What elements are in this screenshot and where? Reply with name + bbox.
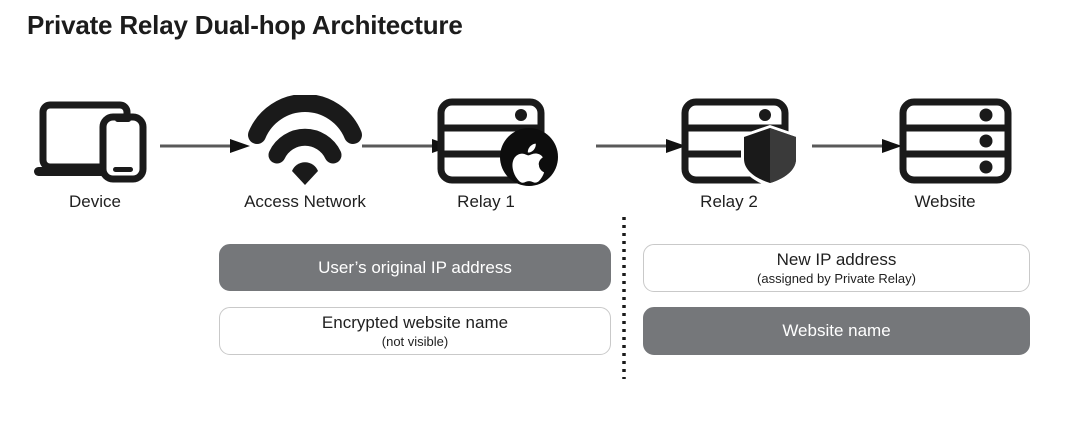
arrow-relay2-to-website: [812, 138, 902, 154]
node-device: Device: [5, 93, 185, 223]
wifi-icon: [215, 93, 395, 188]
node-relay-2: Relay 2: [648, 93, 828, 223]
node-label-access-network: Access Network: [244, 192, 366, 211]
node-relay-1: Relay 1: [408, 93, 588, 223]
node-label-website: Website: [914, 192, 976, 211]
node-label-relay-1: Relay 1: [457, 192, 515, 211]
page-title: Private Relay Dual-hop Architecture: [27, 10, 463, 40]
server-apple-icon: [408, 93, 588, 188]
chip-new-ip-address: New IP address (assigned by Private Rela…: [643, 244, 1030, 292]
server-shield-icon: [648, 93, 828, 188]
node-access-network: Access Network: [215, 93, 395, 223]
node-label-relay-2: Relay 2: [700, 192, 758, 211]
chip-sub-text: (not visible): [381, 334, 449, 349]
node-label-device: Device: [69, 192, 121, 211]
chip-main-text: Encrypted website name: [321, 313, 509, 332]
node-website: Website: [863, 93, 1043, 223]
chip-main-text: New IP address: [776, 250, 897, 269]
server-icon: [863, 93, 1043, 188]
chip-main-text: User’s original IP address: [318, 257, 512, 277]
chip-sub-text: (assigned by Private Relay): [757, 271, 916, 286]
chip-user-original-ip: User’s original IP address: [219, 244, 611, 291]
chip-website-name: Website name: [643, 307, 1030, 355]
laptop-phone-icon: [5, 93, 185, 188]
arrow-relay1-to-relay2: [596, 138, 686, 154]
chip-encrypted-website-name: Encrypted website name (not visible): [219, 307, 611, 355]
chip-main-text: Website name: [782, 321, 891, 340]
dotted-divider: [622, 216, 626, 380]
arrow-device-to-access-network: [160, 138, 250, 154]
